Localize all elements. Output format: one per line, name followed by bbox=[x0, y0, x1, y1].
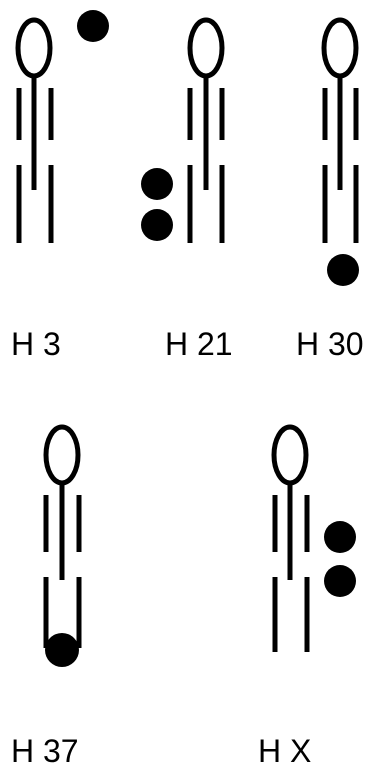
oval-icon bbox=[43, 424, 81, 486]
filled-dot-icon bbox=[45, 633, 79, 667]
figure-h3 bbox=[15, 10, 109, 243]
oval-icon bbox=[187, 17, 225, 79]
figure-label-h37: H 37 bbox=[11, 733, 79, 769]
filled-dot-icon bbox=[141, 209, 173, 241]
oval-icon bbox=[271, 424, 309, 486]
figure-label-h30: H 30 bbox=[296, 326, 364, 362]
figure-label-h3: H 3 bbox=[11, 326, 61, 362]
figure-label-hx: H X bbox=[258, 733, 312, 769]
figure-h30 bbox=[321, 17, 359, 286]
filled-dot-icon bbox=[327, 254, 359, 286]
figure-h37 bbox=[43, 424, 82, 667]
filled-dot-icon bbox=[141, 168, 173, 200]
oval-icon bbox=[15, 17, 53, 79]
filled-dot-icon bbox=[324, 565, 356, 597]
figure-label-h21: H 21 bbox=[165, 326, 233, 362]
filled-dot-icon bbox=[324, 521, 356, 553]
figure-h21 bbox=[141, 17, 225, 243]
oval-icon bbox=[321, 17, 359, 79]
figure-hx bbox=[271, 424, 356, 652]
filled-dot-icon bbox=[77, 10, 109, 42]
